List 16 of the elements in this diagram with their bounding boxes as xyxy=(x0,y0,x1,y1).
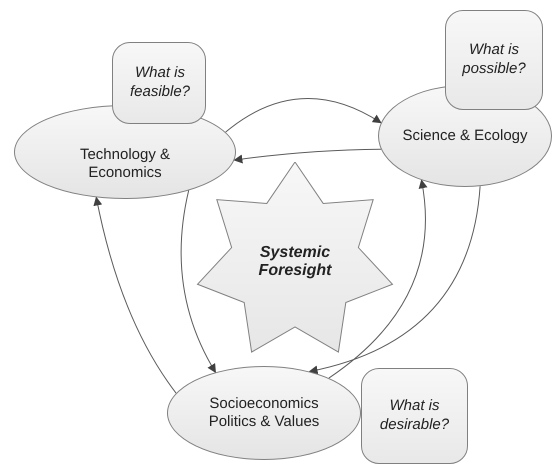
question-box xyxy=(112,42,206,124)
topic-label: Systemic Foresight xyxy=(258,244,333,280)
curved-arrow xyxy=(233,148,382,164)
topic-label: Technology & Economics xyxy=(79,146,171,182)
question-text: What is feasible? xyxy=(128,64,192,102)
question-text: What is possible? xyxy=(461,41,527,79)
curved-arrow xyxy=(94,196,177,394)
question-text: What is desirable? xyxy=(378,397,450,435)
curved-arrow xyxy=(328,179,428,379)
topic-label: Socioeconomics Politics & Values xyxy=(208,395,320,431)
question-box xyxy=(445,10,543,110)
curved-arrow xyxy=(308,186,481,374)
curved-arrow xyxy=(180,190,216,374)
question-box xyxy=(361,368,468,464)
topic-label: Science & Ecology xyxy=(401,127,529,145)
curved-arrow xyxy=(225,98,382,133)
